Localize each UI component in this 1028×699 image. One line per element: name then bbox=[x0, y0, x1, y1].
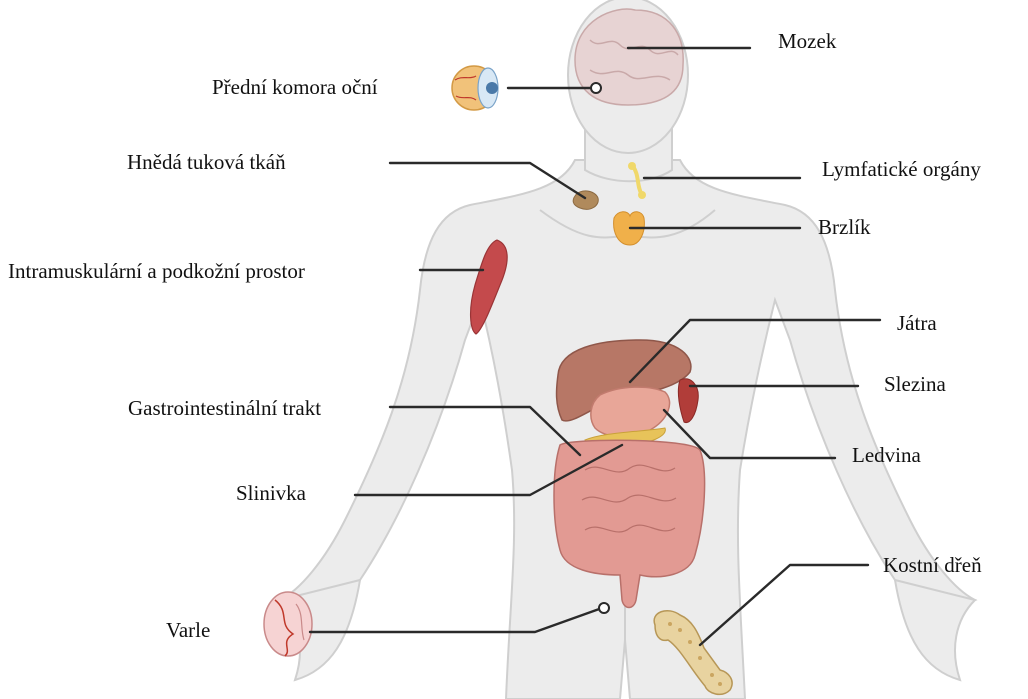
label-predni-komora: Přední komora oční bbox=[212, 75, 378, 99]
label-hneda-tukova: Hnědá tuková tkáň bbox=[127, 150, 286, 174]
eye-icon bbox=[452, 66, 498, 110]
label-mozek: Mozek bbox=[778, 29, 837, 53]
label-varle: Varle bbox=[166, 618, 210, 642]
eye-target-marker bbox=[591, 83, 601, 93]
testis-icon bbox=[264, 592, 312, 656]
label-gastro: Gastrointestinální trakt bbox=[128, 396, 321, 420]
label-intramuskularni: Intramuskulární a podkožní prostor bbox=[8, 259, 305, 283]
label-brzlik: Brzlík bbox=[818, 215, 871, 239]
label-jatra: Játra bbox=[897, 311, 937, 335]
label-slezina: Slezina bbox=[884, 372, 946, 396]
label-ledvina: Ledvina bbox=[852, 443, 921, 467]
testis-target-marker bbox=[599, 603, 609, 613]
label-kostni-dren: Kostní dřeň bbox=[883, 553, 982, 577]
label-slinivka: Slinivka bbox=[236, 481, 307, 505]
label-lymfaticke: Lymfatické orgány bbox=[822, 157, 981, 181]
